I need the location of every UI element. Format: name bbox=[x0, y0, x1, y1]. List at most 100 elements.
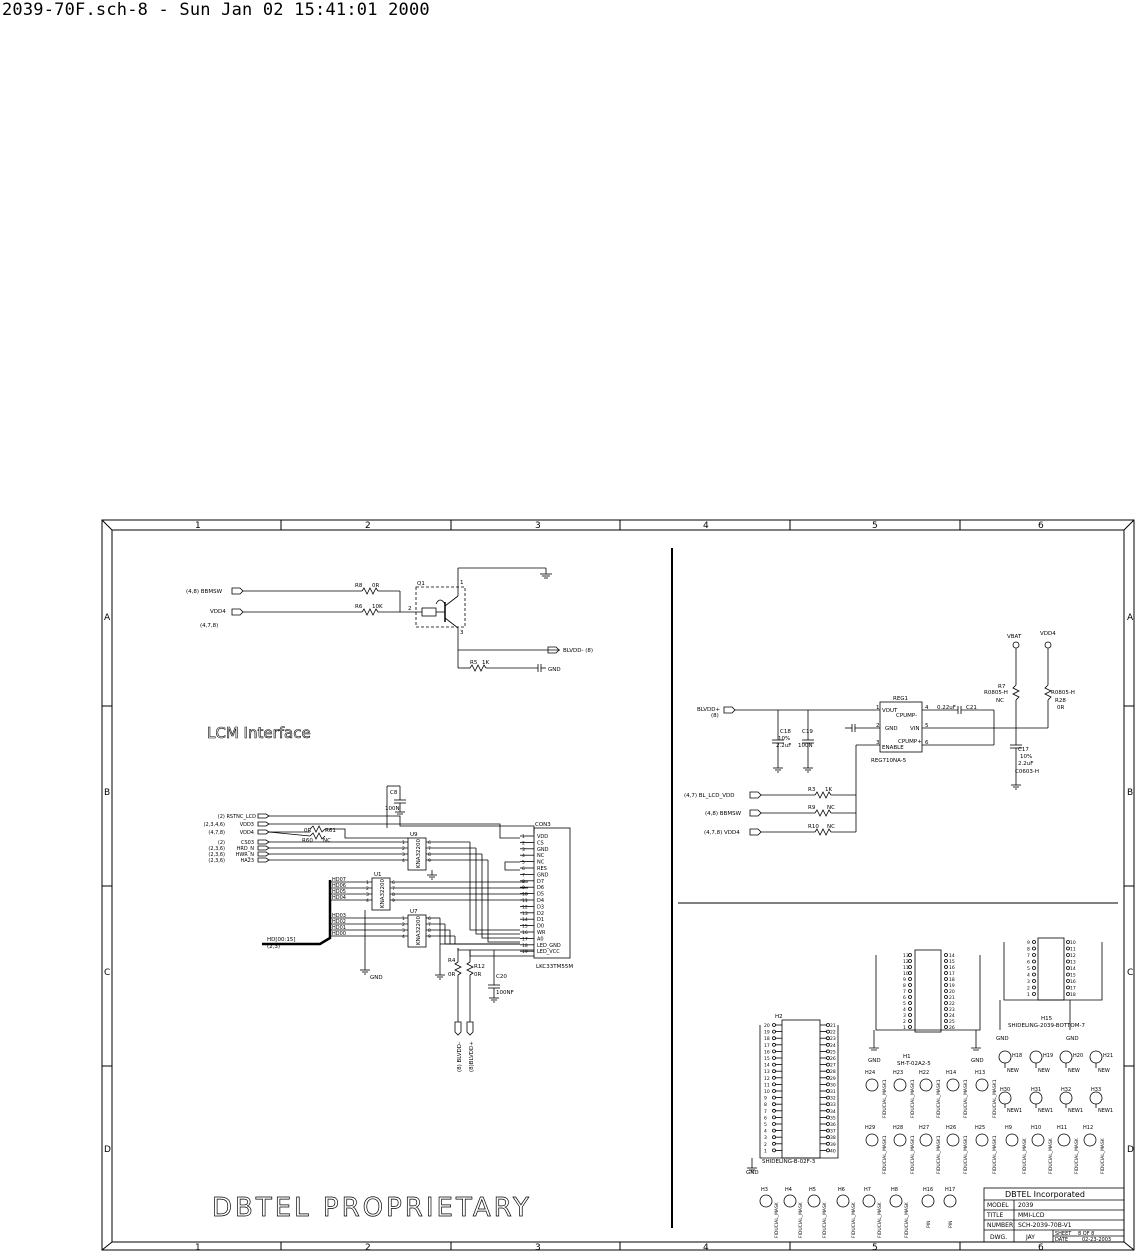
q1-pin1: 1 bbox=[460, 580, 464, 586]
new-hole-label: NEW bbox=[1038, 1068, 1050, 1074]
con3-pin-name: GND bbox=[537, 847, 549, 853]
h15-pin-num: 10 bbox=[1070, 940, 1076, 946]
mechanical-parts bbox=[747, 937, 1103, 1208]
h2-pin bbox=[772, 1115, 776, 1120]
fiducial-hole bbox=[946, 1133, 960, 1147]
fiducial-hole bbox=[865, 1078, 879, 1092]
chip-pin-num: 2 bbox=[366, 886, 369, 892]
fiducial-ref: H27 bbox=[919, 1125, 929, 1131]
con3-box bbox=[533, 827, 571, 959]
new-hole bbox=[1029, 1050, 1043, 1064]
reg1-pin-gnd: GND bbox=[885, 726, 898, 732]
pin-hole-ref: H16 bbox=[923, 1187, 933, 1193]
chip-pin-num: 8 bbox=[428, 852, 431, 858]
c19-val: 100N bbox=[798, 743, 813, 749]
r28-pkg: R0805-H bbox=[1051, 690, 1075, 696]
h1-pin bbox=[944, 983, 948, 987]
h2-part: SHIDELING-B-02F-3 bbox=[762, 1159, 816, 1165]
wire-route bbox=[481, 854, 520, 939]
chip-pin-num: 7 bbox=[392, 886, 395, 892]
h1-pin bbox=[944, 977, 948, 981]
fiducial-hole bbox=[1031, 1133, 1045, 1147]
h2-pin-num: 11 bbox=[764, 1082, 770, 1088]
h15-pin bbox=[1066, 966, 1070, 970]
fiducial-ref: H23 bbox=[893, 1070, 903, 1076]
u7-box bbox=[407, 914, 427, 948]
hd-lo-label: HD02 bbox=[332, 919, 346, 925]
q1-labels: (4,8) BBMSW VDD4 (4,7,8) R8 0R R6 10K Q1… bbox=[186, 580, 593, 673]
fiducial-hole bbox=[975, 1133, 989, 1147]
fiducial-label: FIDUCIAL_MASK1 bbox=[910, 1135, 916, 1174]
h15-pin-num: 1 bbox=[1027, 992, 1030, 998]
fiducial-label: FIDUCIAL_MASK bbox=[904, 1201, 910, 1238]
con3-pin-name: NC bbox=[537, 853, 545, 859]
reg1-pin-vin: VIN bbox=[910, 726, 920, 732]
net-blvdd-label: BLVDD- (8) bbox=[563, 648, 593, 654]
col-label-bottom: 1 bbox=[195, 1243, 201, 1252]
con3-pin-name: NC bbox=[537, 860, 545, 866]
r6-val: 10K bbox=[372, 604, 383, 610]
ground-symbol bbox=[971, 1047, 981, 1051]
h15-pin bbox=[1066, 959, 1070, 964]
h1-pin-num: 18 bbox=[949, 977, 955, 983]
u1-box bbox=[371, 877, 391, 911]
lcd-signal-name: VDD4 bbox=[240, 830, 254, 836]
reg1-part: REG710NA-5 bbox=[871, 758, 907, 764]
h2-pin bbox=[772, 1122, 776, 1126]
con3-pin-name: LED_GND bbox=[537, 943, 561, 949]
r12-val: 0R bbox=[474, 972, 481, 978]
h2-pin-num: 17 bbox=[764, 1043, 770, 1049]
new-hole-label: NEW bbox=[1068, 1068, 1080, 1074]
outer-frame bbox=[101, 519, 1135, 1251]
pin-hole-label: PIN bbox=[948, 1221, 954, 1228]
row-label-left: C bbox=[104, 968, 110, 978]
company-name: DBTEL Incorporated bbox=[1005, 1190, 1085, 1199]
wire-gnd-loop bbox=[504, 861, 520, 871]
h15-pin-num: 8 bbox=[1027, 947, 1030, 953]
row-label-right: C bbox=[1127, 968, 1133, 978]
h2-pin-num: 37 bbox=[830, 1129, 836, 1135]
fiducial-ref: H6 bbox=[838, 1187, 845, 1193]
gnd-label: GND bbox=[548, 667, 561, 673]
fiducial-ref: H8 bbox=[891, 1187, 898, 1193]
r10-ref: R10 bbox=[808, 824, 819, 830]
fiducial-hole bbox=[893, 1133, 907, 1147]
port-lcd-signal bbox=[257, 829, 270, 835]
fiducial-ref: H7 bbox=[864, 1187, 871, 1193]
u9-ref: U9 bbox=[410, 832, 418, 838]
h2-pin bbox=[772, 1029, 776, 1034]
q1-box bbox=[415, 586, 466, 628]
r5-ref: R5 bbox=[470, 660, 478, 666]
port-blvdd-plus bbox=[466, 1021, 474, 1036]
h2-pin bbox=[772, 1062, 776, 1067]
date-label: DATE bbox=[1055, 1237, 1068, 1243]
r28-ref: R28 bbox=[1055, 698, 1066, 704]
h2-pin bbox=[772, 1075, 776, 1080]
col-label-top: 6 bbox=[1038, 521, 1044, 531]
column-ticks bbox=[280, 520, 961, 1250]
row-label-right: B bbox=[1127, 788, 1133, 798]
con3-pin-num: 10 bbox=[522, 892, 528, 898]
h1-pin bbox=[908, 1025, 912, 1029]
gnd-label-h15-right: GND bbox=[1066, 1036, 1079, 1042]
fiducial-hole bbox=[759, 1194, 773, 1208]
chip-pin-num: 9 bbox=[392, 898, 395, 904]
h2-pin-num: 39 bbox=[830, 1142, 836, 1148]
h15-pin bbox=[1066, 979, 1070, 983]
h1-pin bbox=[944, 1019, 948, 1023]
hd-lo-label: HD00 bbox=[332, 931, 346, 937]
h1-pin-num: 16 bbox=[949, 965, 955, 971]
hd-lo-label: HD03 bbox=[332, 913, 346, 919]
row-label-right: A bbox=[1127, 613, 1134, 623]
gnd-label: GND bbox=[370, 975, 383, 981]
col-label-top: 3 bbox=[535, 521, 541, 531]
reg1-pin1-num: 1 bbox=[876, 705, 880, 711]
h2-pin bbox=[772, 1036, 776, 1041]
fiducial-hole bbox=[975, 1078, 989, 1092]
con3-pin-num: 19 bbox=[522, 949, 528, 955]
in-vdd4-label: (4,7,8) VDD4 bbox=[704, 830, 740, 836]
r5-resistor bbox=[469, 664, 487, 672]
blvdd-in-label: BLVDD+ bbox=[697, 707, 720, 713]
h15-pin-num: 9 bbox=[1027, 940, 1030, 946]
